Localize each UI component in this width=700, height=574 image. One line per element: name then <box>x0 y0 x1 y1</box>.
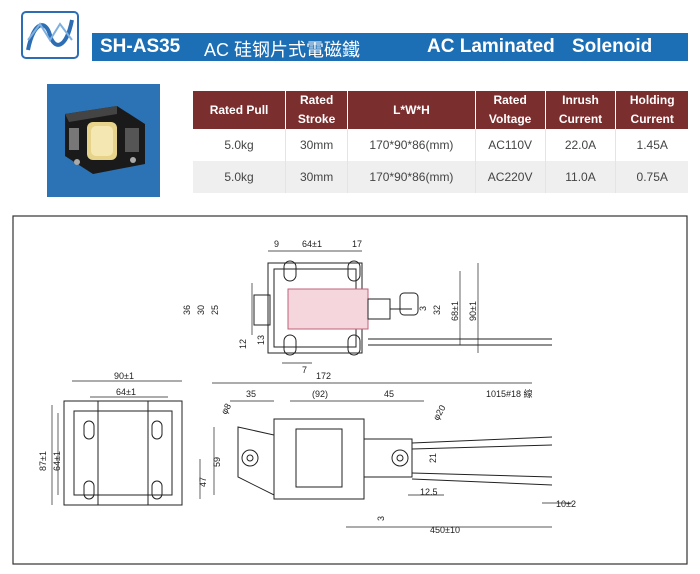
cell-rated-voltage: AC220V <box>475 161 546 193</box>
dim-right-68: 68±1 <box>450 301 460 321</box>
side-view <box>51 380 183 506</box>
dim-front-172: 172 <box>316 371 331 381</box>
product-photo <box>47 84 160 197</box>
dim-top-64: 64±1 <box>302 239 322 249</box>
dim-side-90: 90±1 <box>114 371 134 381</box>
cell-inrush-current: 11.0A <box>545 161 617 193</box>
dim-front-3: 3 <box>376 516 386 521</box>
model-number: SH-AS35 <box>100 36 181 57</box>
title-english-1: AC Laminated <box>427 36 555 57</box>
company-logo <box>21 11 79 59</box>
cell-rated-stroke: 30mm <box>285 161 349 193</box>
dim-bottom-7: 7 <box>302 365 307 375</box>
dim-left-25: 25 <box>210 305 220 315</box>
cell-holding-current: 0.75A <box>615 161 688 193</box>
cell-rated-pull: 5.0kg <box>193 129 287 161</box>
cell-rated-stroke: 30mm <box>285 129 349 161</box>
table-row: 5.0kg 30mm 170*90*86(mm) AC110V 22.0A 1.… <box>193 129 688 161</box>
dim-side-87: 87±1 <box>38 451 48 471</box>
front-view <box>199 382 572 528</box>
cell-holding-current: 1.45A <box>636 138 668 152</box>
dim-right-32: 32 <box>432 305 442 315</box>
table-row: 5.0kg 30mm 170*90*86(mm) AC220V 11.0A 0.… <box>193 161 688 193</box>
dim-front-10: 10±2 <box>556 499 576 509</box>
dim-front-47: 47 <box>198 477 208 487</box>
dim-front-45: 45 <box>384 389 394 399</box>
dim-left-12: 12 <box>238 339 248 349</box>
cell-lwh: 170*90*86(mm) <box>347 129 476 161</box>
dim-front-21: 21 <box>428 453 438 463</box>
title-banner: SH-AS35 AC 硅钢片式電磁鐵 AC Laminated Solenoid <box>92 33 688 61</box>
dim-left-13: 13 <box>256 335 266 345</box>
cell-inrush-current: 22.0A <box>545 129 617 161</box>
dim-front-59: 59 <box>212 457 222 467</box>
dim-front-phi20: φ20 <box>431 403 448 422</box>
dim-left-36: 36 <box>182 305 192 315</box>
title-chinese: AC 硅钢片式電磁鐵 <box>204 40 361 60</box>
dim-side-64v: 64±1 <box>52 451 62 471</box>
cell-rated-voltage: AC110V <box>475 129 546 161</box>
dim-front-92: (92) <box>312 389 328 399</box>
dim-left-30: 30 <box>196 305 206 315</box>
dim-front-125: 12.5 <box>420 487 438 497</box>
dim-top-9: 9 <box>274 239 279 249</box>
cell-rated-pull: 5.0kg <box>193 161 287 193</box>
dim-front-450: 450±10 <box>430 525 460 535</box>
dim-right-90: 90±1 <box>468 301 478 321</box>
dim-top-17: 17 <box>352 239 362 249</box>
col-header-rated-pull: Rated Pull <box>193 91 287 129</box>
cell-lwh: 170*90*86(mm) <box>347 161 476 193</box>
dim-front-phi8: φ8 <box>219 402 233 416</box>
dim-front-35: 35 <box>246 389 256 399</box>
col-header-lwh: L*W*H <box>347 91 476 129</box>
dim-front-wire: 1015#18 線 <box>486 388 533 399</box>
dim-side-64: 64±1 <box>116 387 136 397</box>
title-english-2: Solenoid <box>572 36 653 57</box>
dim-right-3: 3 <box>418 306 428 311</box>
top-view <box>251 250 552 364</box>
technical-drawing: 9 64±1 17 36 30 25 12 13 7 32 3 68±1 90±… <box>12 215 688 565</box>
